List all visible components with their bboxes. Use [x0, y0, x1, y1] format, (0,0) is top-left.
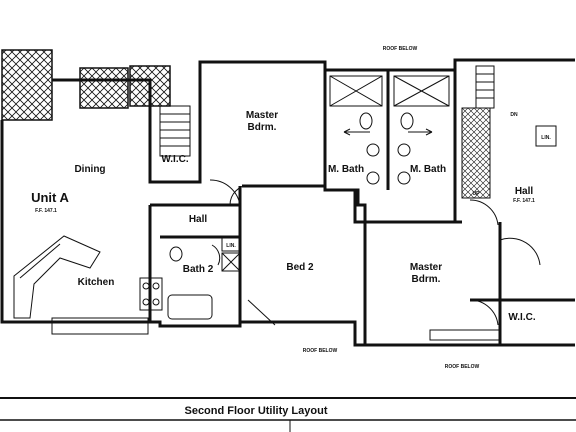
note-dn: DN [510, 112, 518, 118]
note-hall-2-ff: F.F. 147.1 [513, 198, 535, 204]
hatched-areas [1, 49, 171, 121]
room-wic-2: W.I.C. [508, 312, 535, 323]
room-master-bdrm-2-line1: Master [410, 262, 442, 273]
room-bath-2: Bath 2 [183, 264, 214, 275]
note-roof-below-mid: ROOF BELOW [303, 348, 338, 354]
note-up-1: UP [473, 191, 481, 197]
room-hall-1: Hall [189, 214, 208, 225]
room-kitchen: Kitchen [78, 277, 115, 288]
room-master-bdrm-2-line2: Bdrm. [412, 274, 441, 285]
note-roof-below-bottom: ROOF BELOW [445, 364, 480, 370]
note-lin-1: LIN. [226, 243, 236, 249]
room-m-bath-1: M. Bath [328, 164, 364, 175]
room-dining: Dining [74, 164, 105, 175]
room-m-bath-2: M. Bath [410, 164, 446, 175]
note-roof-below-top: ROOF BELOW [383, 46, 418, 52]
stairs [159, 65, 495, 199]
room-bed-2: Bed 2 [286, 262, 314, 273]
unit-label: Unit A [31, 190, 69, 205]
unit-floor-finish: F.F. 147.1 [35, 208, 57, 214]
title-block [0, 397, 576, 432]
room-wic-1: W.I.C. [161, 154, 188, 165]
note-lin-2: LIN. [541, 135, 551, 141]
room-master-bdrm-1-line2: Bdrm. [248, 122, 277, 133]
fixtures [13, 75, 557, 341]
room-hall-2: Hall [515, 186, 534, 197]
diagram-title: Second Floor Utility Layout [184, 405, 327, 417]
room-master-bdrm-1-line1: Master [246, 110, 278, 121]
